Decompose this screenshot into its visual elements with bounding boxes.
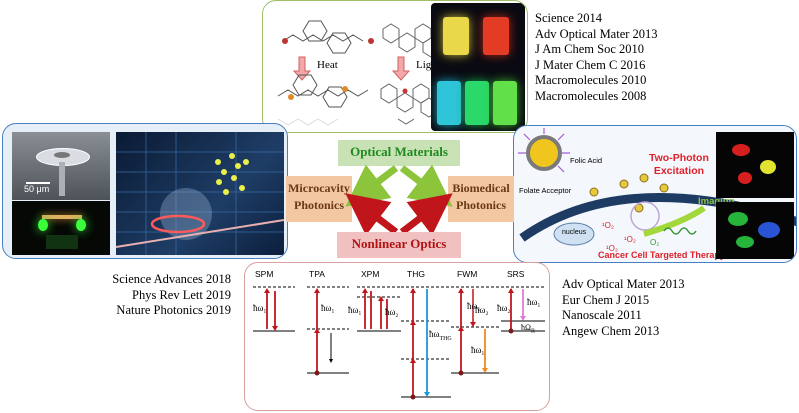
singlet-oxygen-label: ¹O₂	[606, 244, 618, 253]
reference: Adv Optical Mater 2013	[562, 277, 685, 291]
arrow-to-biomedical	[399, 164, 453, 207]
arrow-from-nonlinear-right	[399, 193, 453, 236]
photon-energy-label: ħω₁	[467, 301, 481, 311]
folate-acceptor-label: Folate Acceptor	[519, 186, 572, 195]
fluorescent-vials-photo	[431, 3, 525, 131]
biomedical-box	[448, 176, 514, 222]
microcavity-emission-image	[12, 201, 110, 255]
biomedical-panel: Folic Acid Folate Acceptor Two-Photon Ex…	[513, 125, 797, 263]
biomedical-label: Biomedical Photonics	[452, 181, 510, 212]
microscopy-image-red	[716, 132, 794, 198]
microcavity-box	[286, 176, 352, 222]
srs-diagram	[501, 286, 545, 334]
photon-energy-label: ħω₁	[471, 345, 485, 355]
nonlinear-processes-panel: SPM TPA XPM THG FWM SRS ħω₁ ħω₁ ħω₁ ħω₂ …	[244, 262, 550, 411]
process-title-fwm: FWM	[457, 269, 478, 279]
microcavity-illustration	[116, 132, 284, 255]
process-title-tpa: TPA	[309, 269, 325, 279]
oxygen-label: O₂	[650, 238, 660, 247]
nonlinear-optics-box	[337, 232, 461, 258]
reference: Nature Photonics 2019	[116, 303, 231, 317]
tpa-diagram	[307, 286, 349, 376]
reference: J Mater Chem C 2016	[535, 57, 646, 72]
molecule-illustrations	[277, 20, 440, 126]
arrow-to-microcavity	[345, 164, 399, 207]
reference: J Am Chem Soc 2010	[535, 42, 645, 56]
references-microcavity: Science Advances 2018 Phys Rev Lett 2019…	[90, 272, 231, 319]
photon-energy-label: ħω₂	[497, 303, 511, 313]
photon-energy-label: ħωTHG	[429, 329, 452, 342]
microcavity-sem-image: 50 μm	[12, 132, 110, 200]
folic-acid-label: Folic Acid	[570, 156, 603, 165]
microcavity-label: Microcavity Photonics	[288, 181, 350, 212]
reference: Macromolecules 2010	[535, 73, 647, 87]
nonlinear-optics-label: Nonlinear Optics	[351, 236, 447, 251]
arrow-from-nonlinear-left	[345, 193, 399, 236]
spm-diagram	[253, 286, 295, 332]
reference: Science 2014	[535, 11, 602, 25]
reference: Nanoscale 2011	[562, 308, 642, 322]
singlet-oxygen-label: ¹O₂	[602, 221, 614, 230]
photon-energy-label: ħω₁	[527, 297, 541, 307]
xpm-diagram	[357, 286, 401, 332]
reference: Adv Optical Mater 2013	[535, 26, 658, 41]
reference: Eur Chem J 2015	[562, 292, 650, 307]
photon-energy-label: ħΩR	[521, 323, 535, 335]
process-title-xpm: XPM	[361, 269, 380, 279]
reference: Macromolecules 2008	[535, 88, 647, 103]
optical-materials-box	[338, 140, 460, 166]
reference: Angew Chem 2013	[562, 323, 660, 338]
therapy-label: Cancer Cell Targeted Therapy	[598, 250, 725, 260]
reference: Science Advances 2018	[112, 272, 231, 286]
references-biomedical: Adv Optical Mater 2013 Eur Chem J 2015 N…	[562, 277, 685, 339]
heat-label: Heat	[317, 59, 338, 71]
singlet-oxygen-label: ¹O₂	[624, 235, 636, 244]
photon-energy-label: ħω₁	[348, 305, 362, 315]
fwm-diagram	[451, 286, 499, 376]
optical-materials-label: Optical Materials	[350, 144, 448, 159]
microscopy-image-green	[716, 202, 794, 259]
thg-diagram	[401, 286, 451, 400]
photon-energy-label: ħω₁	[321, 303, 335, 313]
photon-energy-label: ħω₂	[475, 305, 489, 315]
scale-bar-label: 50 μm	[24, 184, 50, 194]
two-photon-label: Two-Photon Excitation	[649, 152, 709, 177]
process-title-spm: SPM	[255, 269, 274, 279]
references-optical-materials: Science 2014 Adv Optical Mater 2013 J Am…	[535, 11, 658, 104]
reference: Phys Rev Lett 2019	[132, 287, 231, 302]
process-title-thg: THG	[407, 269, 425, 279]
microcavity-panel: 50 μm	[2, 123, 288, 259]
photon-energy-label: ħω₂	[385, 307, 399, 317]
optical-materials-panel: Heat Light	[262, 0, 528, 133]
imaging-label: Imaging	[698, 196, 734, 207]
nucleus-label: nucleus	[562, 229, 587, 236]
photon-energy-label: ħω₁	[253, 303, 267, 313]
process-title-srs: SRS	[507, 269, 525, 279]
